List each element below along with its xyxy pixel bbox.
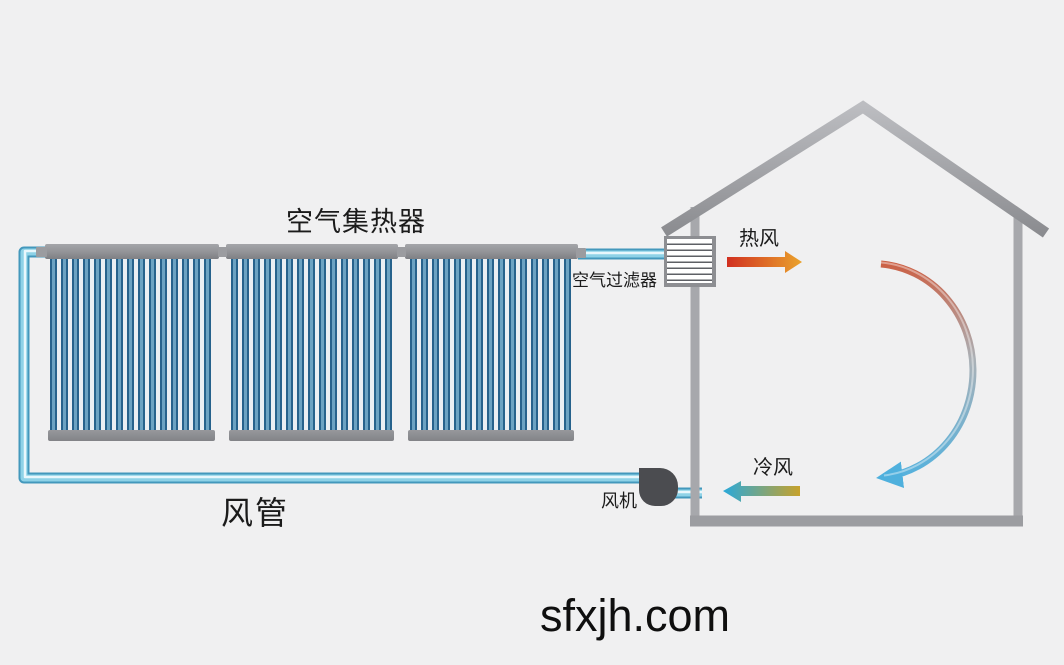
watermark-text: sfxjh.com bbox=[539, 590, 731, 641]
fan-icon bbox=[639, 468, 678, 506]
collector-label: 空气集热器 bbox=[286, 207, 426, 237]
cold-air-label: 冷风 bbox=[753, 457, 793, 479]
hot-air-label: 热风 bbox=[739, 228, 779, 250]
collector-bottom-bar bbox=[229, 430, 394, 441]
duct-pipes bbox=[18, 246, 702, 499]
duct-label: 风管 bbox=[221, 495, 290, 531]
collector-panel-1 bbox=[45, 244, 219, 441]
collector-tubes bbox=[231, 259, 392, 430]
collector-bottom-bar bbox=[408, 430, 574, 441]
filter-label: 空气过滤器 bbox=[572, 271, 657, 290]
collector-top-manifold bbox=[226, 244, 398, 259]
duct-outlet-nub bbox=[576, 248, 586, 258]
panel-coupler bbox=[397, 247, 406, 257]
collector-bottom-bar bbox=[48, 430, 215, 441]
house-outline bbox=[661, 100, 1050, 527]
collector-top-manifold bbox=[405, 244, 578, 259]
fan-label: 风机 bbox=[601, 491, 637, 511]
collector-panel-3 bbox=[405, 244, 578, 441]
collector-top-manifold bbox=[45, 244, 219, 259]
hot-air-arrow bbox=[727, 251, 802, 273]
air-filter bbox=[664, 236, 716, 287]
duct-inlet-nub bbox=[36, 247, 47, 257]
house-roof bbox=[661, 100, 1050, 238]
panel-coupler bbox=[218, 247, 227, 257]
collector-panel-2 bbox=[226, 244, 398, 441]
collector-tubes bbox=[410, 259, 571, 430]
cold-air-arrow bbox=[723, 481, 800, 502]
collector-tubes bbox=[50, 259, 211, 430]
circulation-arrow bbox=[876, 260, 977, 488]
